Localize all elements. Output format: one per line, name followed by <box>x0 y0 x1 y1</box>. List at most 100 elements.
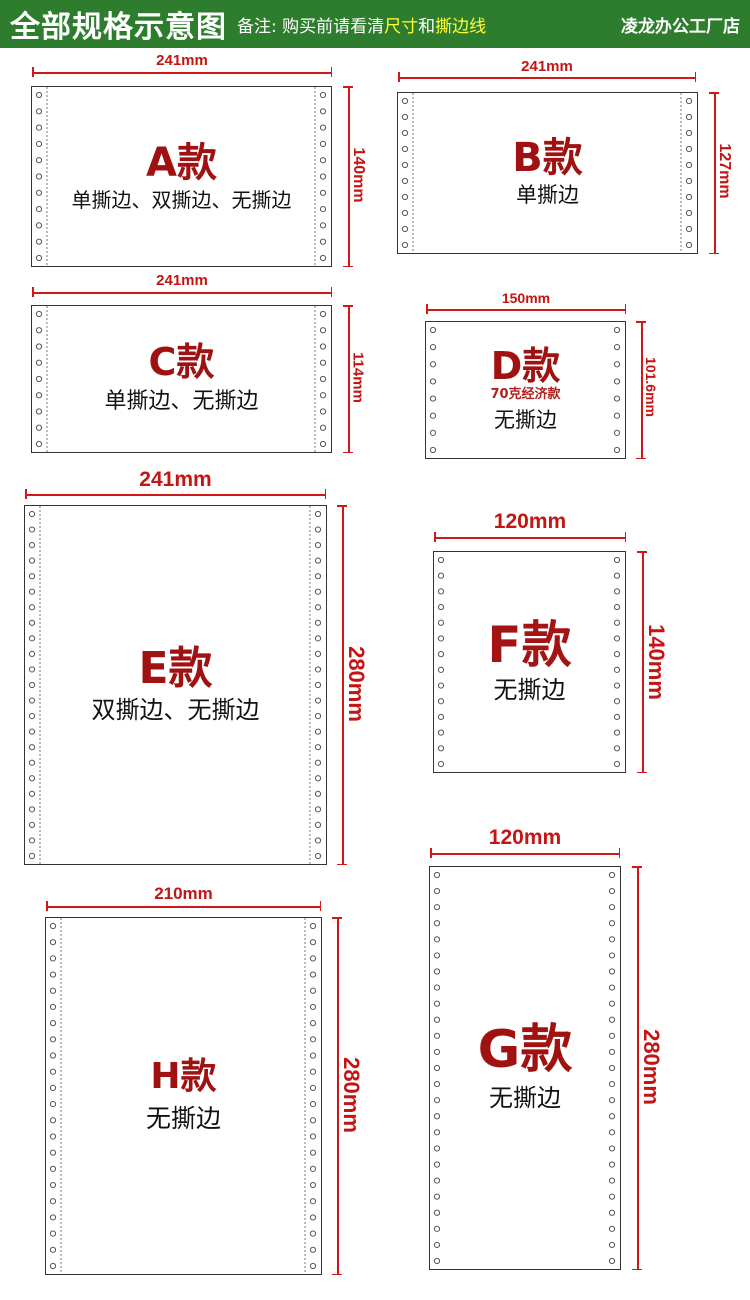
feed-hole <box>608 1080 616 1088</box>
feed-hole <box>608 871 616 879</box>
feed-hole <box>314 697 322 704</box>
feed-hole <box>28 790 36 797</box>
sheet-a-width-label: 241mm <box>156 52 208 69</box>
feed-hole <box>433 1177 441 1184</box>
feed-hole <box>319 375 327 383</box>
feed-hole <box>309 1165 317 1172</box>
sheet-g-description: 无撕边 <box>489 1083 561 1112</box>
feed-hole <box>314 588 322 595</box>
feed-hole <box>685 113 693 121</box>
feed-hole <box>433 1209 441 1216</box>
feed-hole <box>319 424 327 431</box>
feed-hole <box>608 1113 616 1120</box>
feed-hole <box>613 412 621 419</box>
sheet-b-height-dimension: 127mm <box>704 92 733 254</box>
feed-hole <box>314 619 322 626</box>
feed-hole <box>608 887 616 895</box>
feed-hole <box>28 557 36 564</box>
feed-hole <box>35 392 43 399</box>
feed-hole <box>433 1064 441 1072</box>
feed-hole <box>608 984 616 991</box>
feed-hole <box>319 91 327 99</box>
feed-hole <box>49 1052 57 1059</box>
feed-hole <box>433 1113 441 1120</box>
feed-hole <box>319 108 327 115</box>
feed-hole <box>314 775 322 782</box>
feed-hole <box>28 837 36 844</box>
feed-hole <box>28 775 36 782</box>
sheet-a: A款 单撕边、双撕边、无撕边 <box>31 86 332 267</box>
sheet-e-model-label: E款 <box>138 642 213 694</box>
feed-hole <box>35 424 43 431</box>
feed-hole <box>437 666 445 673</box>
feed-hole <box>613 361 621 368</box>
sheet-d-economy-label: 70克经济款 <box>490 386 561 402</box>
feed-hole <box>429 446 437 454</box>
sheet-f-height-dimension: 140mm <box>632 551 669 773</box>
feed-hole <box>314 806 322 813</box>
feed-hole <box>35 124 43 131</box>
feed-hole <box>49 1246 57 1253</box>
feed-hole <box>401 161 409 169</box>
sheet-e-height-dimension: 280mm <box>332 505 369 865</box>
feed-hole <box>35 222 43 229</box>
feed-hole <box>28 619 36 626</box>
feed-hole <box>608 1016 616 1023</box>
feed-hole <box>613 745 621 752</box>
feed-hole <box>49 1003 57 1011</box>
feed-hole <box>613 729 621 736</box>
sheet-c-height-dimension: 114mm <box>338 305 367 453</box>
feed-hole <box>49 955 57 962</box>
sheet-b-width-label: 241mm <box>521 58 573 75</box>
feed-hole <box>28 712 36 720</box>
sheet-f-height-label: 140mm <box>644 624 669 700</box>
sheet-h-description: 无撕边 <box>145 1103 221 1133</box>
feed-hole <box>309 922 317 930</box>
feed-hole <box>314 557 322 564</box>
sheet-c-width-dimension: 241mm <box>32 272 332 298</box>
feed-hole <box>437 729 445 736</box>
feed-hole <box>35 173 43 180</box>
feed-hole <box>429 344 437 351</box>
feed-hole <box>309 971 317 978</box>
feed-hole <box>314 510 322 518</box>
feed-hole <box>401 113 409 121</box>
feed-hole <box>314 821 322 829</box>
feed-hole <box>608 904 616 911</box>
feed-hole <box>613 326 621 334</box>
feed-hole <box>28 604 36 611</box>
feed-hole <box>28 821 36 829</box>
purchase-note: 备注: 购买前请看清尺寸和撕边线 <box>237 12 486 37</box>
sheet-h-model-label: H款 <box>150 1056 217 1098</box>
feed-hole <box>314 759 322 766</box>
sheet-b-height-label: 127mm <box>716 143 733 199</box>
sheet-f-width-label: 120mm <box>493 510 567 533</box>
feed-hole <box>314 573 322 580</box>
feed-hole <box>35 408 43 415</box>
page-header: 全部规格示意图 备注: 购买前请看清尺寸和撕边线 凌龙办公工厂店 <box>0 0 750 48</box>
sheet-c: C款 单撕边、无撕边 <box>31 305 332 453</box>
sheet-e-description: 双撕边、无撕边 <box>91 695 260 724</box>
feed-hole <box>28 744 36 751</box>
sheet-e-content: E款 双撕边、无撕边 <box>25 506 326 864</box>
feed-hole <box>28 852 36 860</box>
note-and: 和 <box>418 16 436 37</box>
sheet-a-content: A款 单撕边、双撕边、无撕边 <box>32 87 331 266</box>
feed-hole <box>401 97 409 105</box>
feed-hole <box>433 1145 441 1152</box>
feed-hole <box>429 395 437 402</box>
feed-hole <box>309 1020 317 1027</box>
feed-hole <box>401 225 409 233</box>
feed-hole <box>608 920 616 927</box>
feed-hole <box>314 635 322 642</box>
feed-hole <box>314 712 322 720</box>
feed-hole <box>433 1032 441 1039</box>
sheet-a-height-label: 140mm <box>350 147 367 203</box>
sheet-g-width-label: 120mm <box>488 826 562 849</box>
feed-hole <box>314 728 322 735</box>
tractor-feed-holes <box>35 87 327 266</box>
feed-hole <box>437 682 445 689</box>
feed-hole <box>319 440 327 448</box>
feed-hole <box>35 206 43 213</box>
feed-hole <box>685 209 693 217</box>
